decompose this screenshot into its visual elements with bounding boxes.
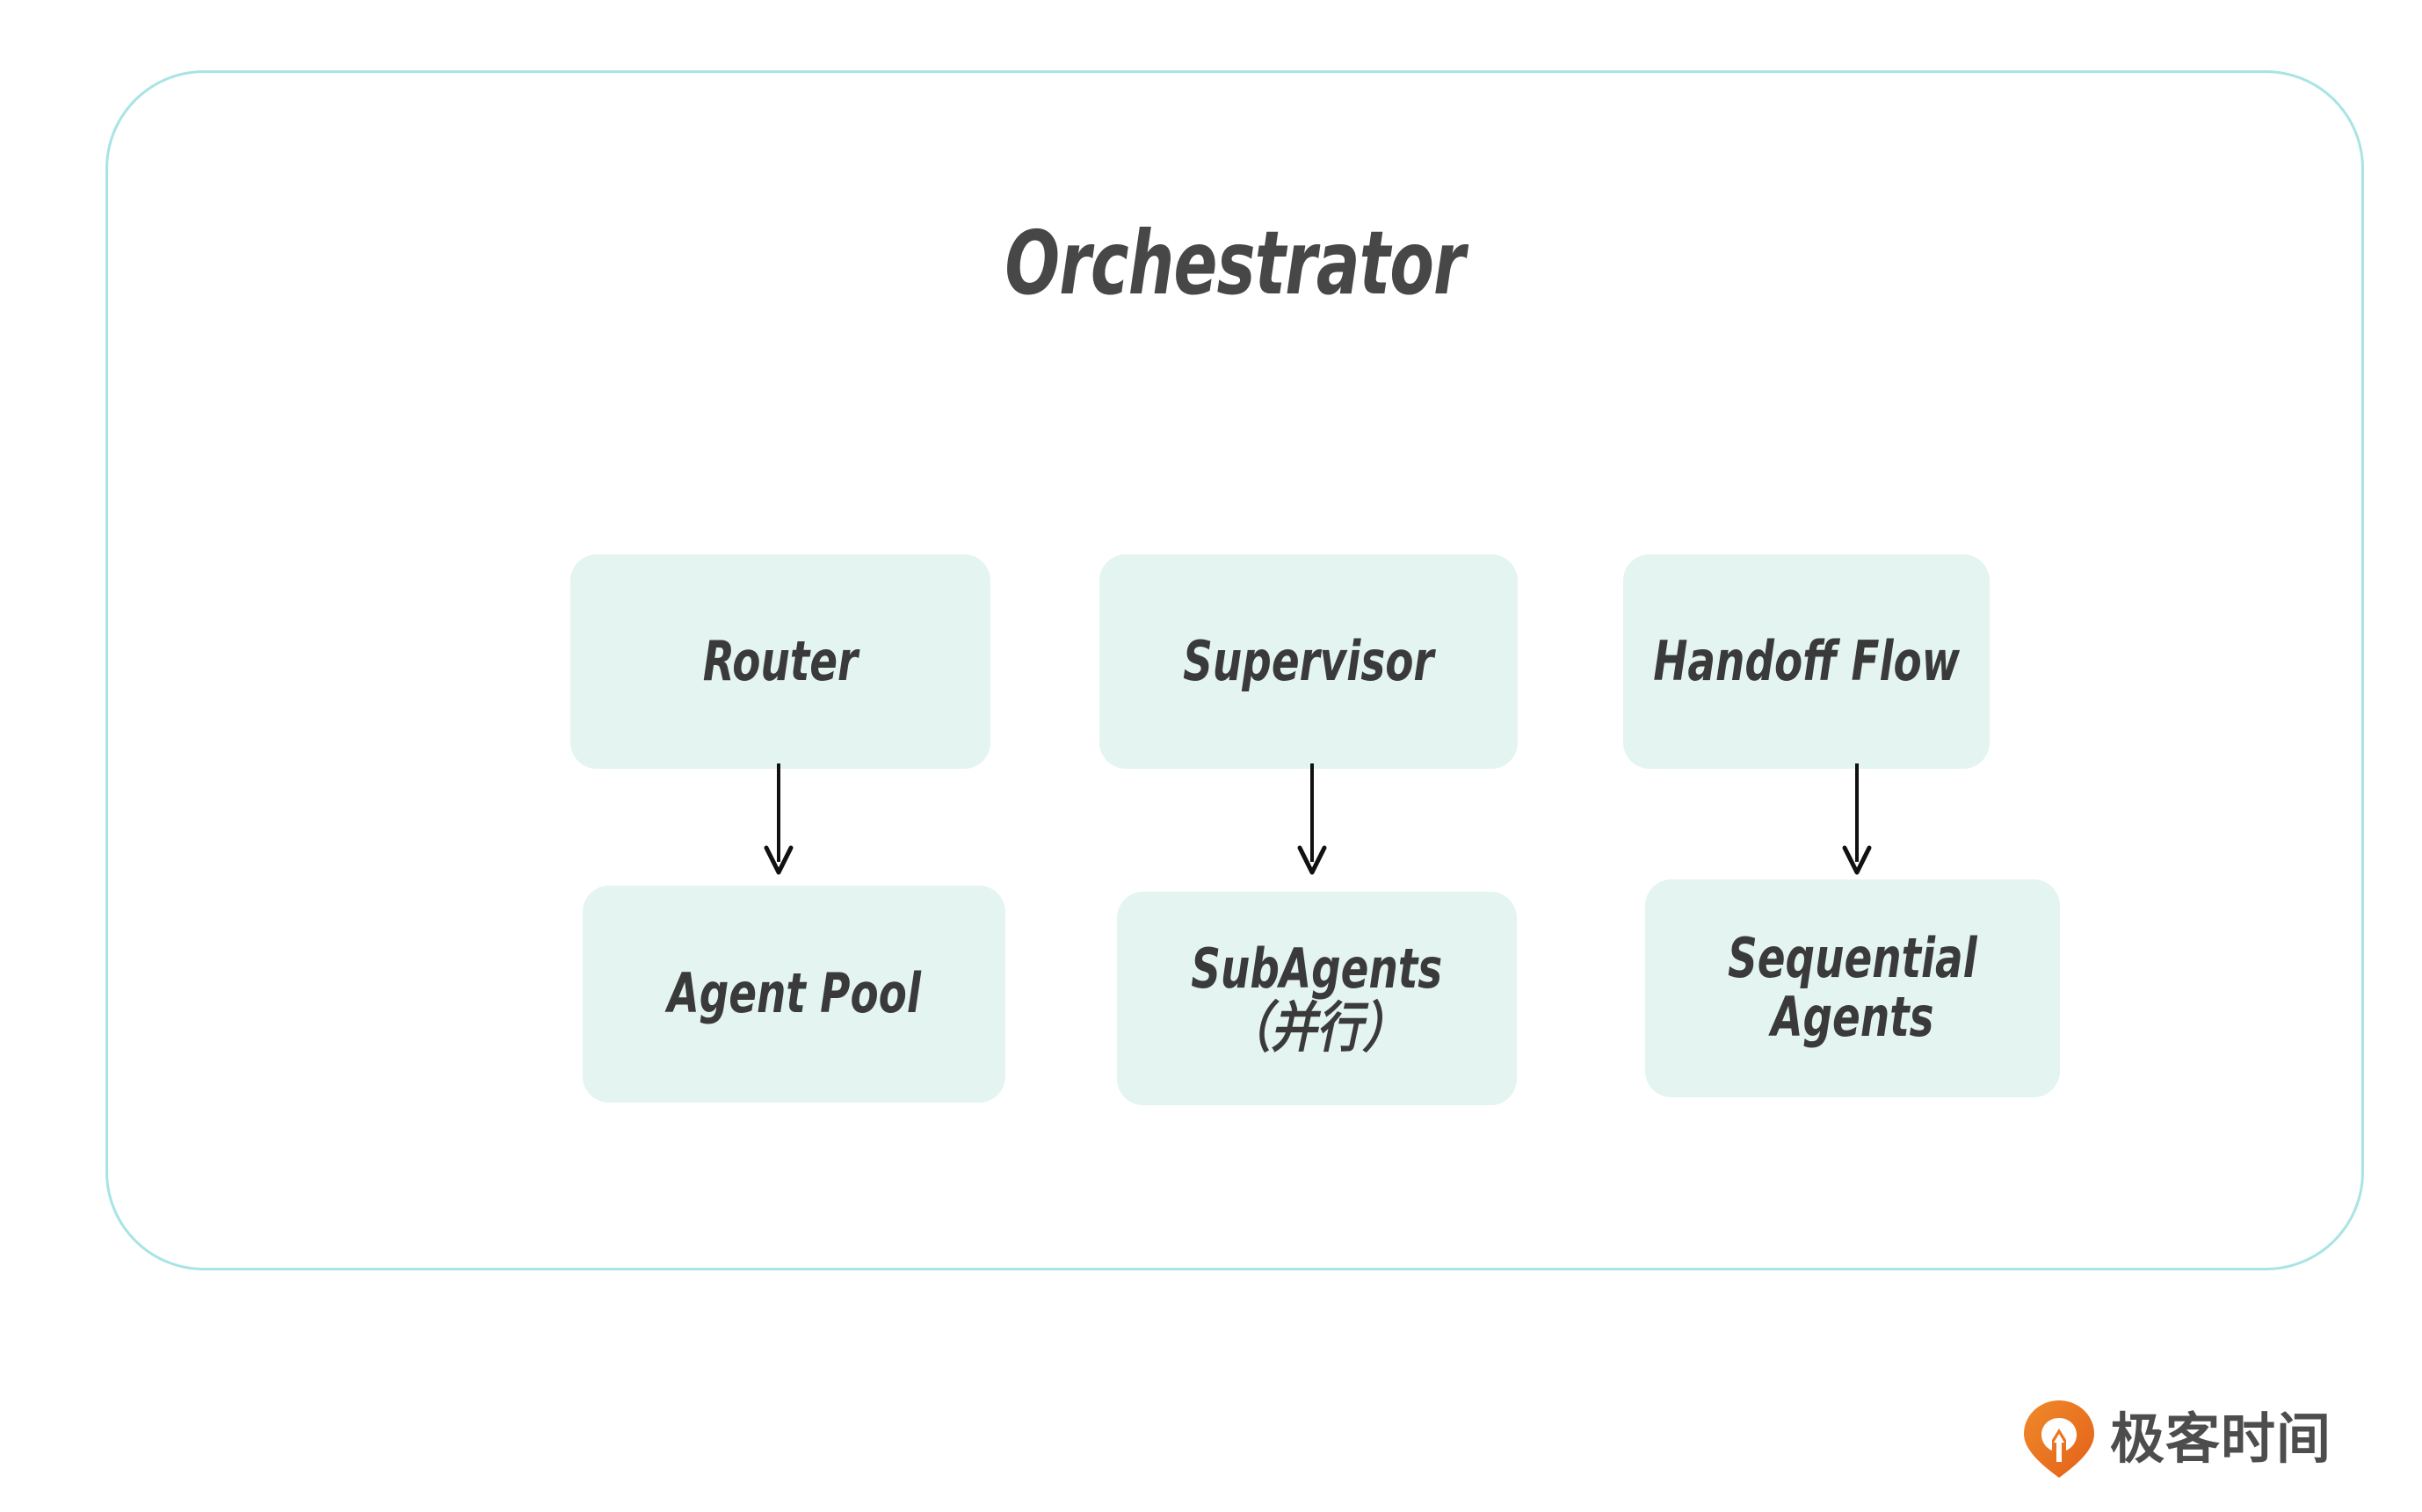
node-handoff-flow-label: Handoff Flow <box>1653 628 1960 693</box>
diagram-frame: Orchestrator Router Agent Pool Superviso… <box>105 70 2364 1270</box>
arrow-supervisor-to-subagents <box>1297 763 1327 875</box>
location-pin-icon <box>2024 1400 2094 1478</box>
node-router-label: Router <box>702 628 859 693</box>
node-supervisor-label: Supervisor <box>1183 628 1434 693</box>
brand-logo: 极客时间 <box>2022 1399 2331 1479</box>
node-supervisor[interactable]: Supervisor <box>1099 554 1518 769</box>
arrow-handoff-flow-to-sequential-agents <box>1842 763 1872 875</box>
brand-logo-text: 极客时间 <box>2110 1407 2332 1471</box>
node-router[interactable]: Router <box>570 554 990 769</box>
node-handoff-flow[interactable]: Handoff Flow <box>1623 554 1990 769</box>
arrow-router-to-agent-pool <box>764 763 794 875</box>
node-agent-pool[interactable]: Agent Pool <box>583 886 1005 1103</box>
node-agent-pool-label: Agent Pool <box>667 961 921 1026</box>
node-subagents[interactable]: SubAgents （并行） <box>1117 892 1517 1105</box>
node-subagents-label: SubAgents （并行） <box>1191 936 1443 1060</box>
node-sequential-agents[interactable]: Sequential Agents <box>1645 879 2060 1097</box>
node-sequential-agents-label: Sequential Agents <box>1728 926 1977 1049</box>
page-title: Orchestrator <box>1004 212 1465 315</box>
